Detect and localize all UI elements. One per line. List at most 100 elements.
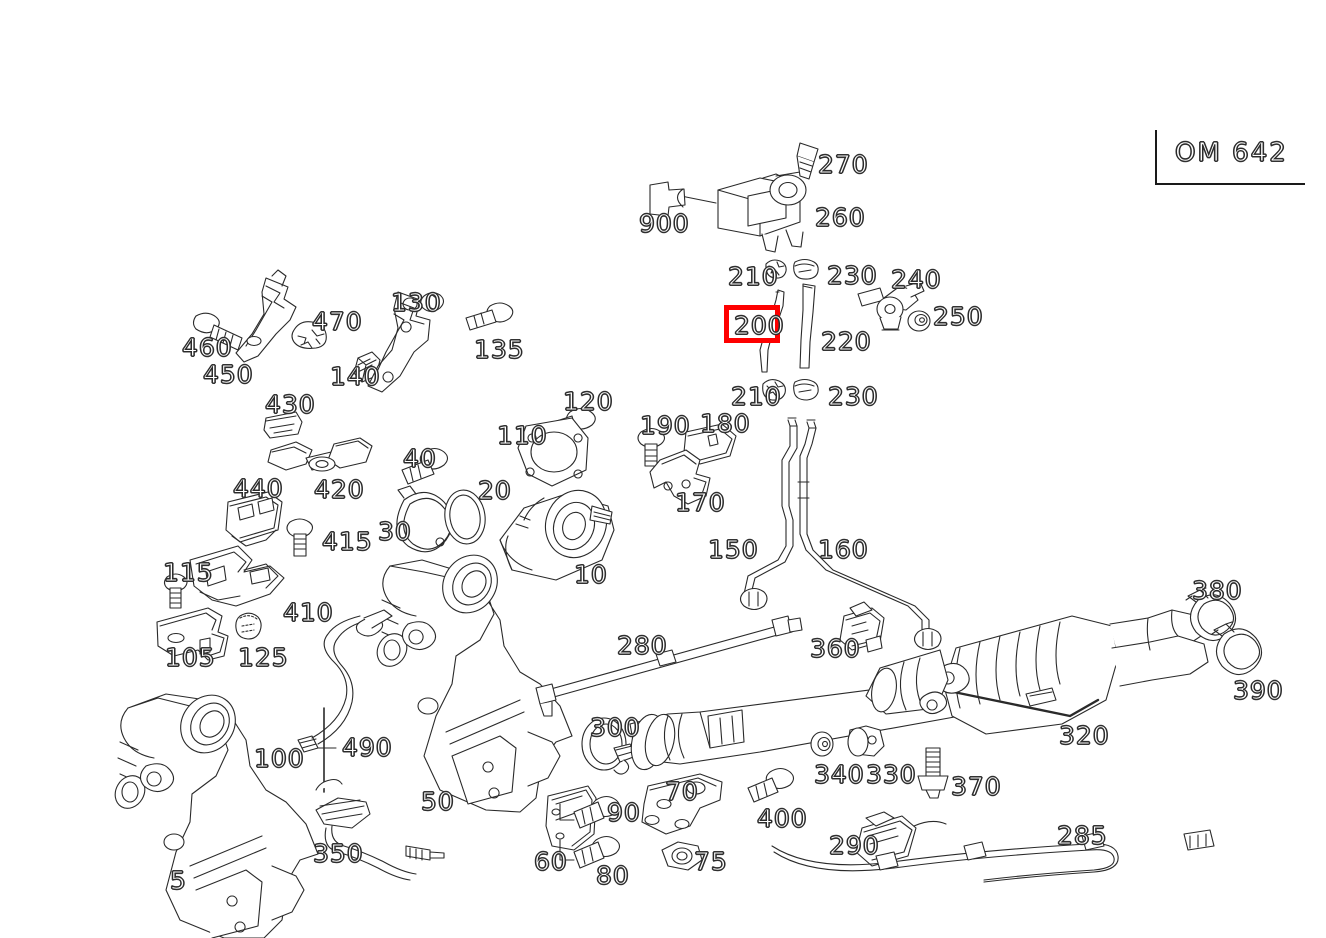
- part-150-pipe: [739, 417, 798, 611]
- part-callout-285: 285: [1056, 821, 1108, 850]
- part-callout-75: 75: [693, 847, 728, 876]
- part-callout-220: 220: [820, 327, 872, 356]
- part-900-clip: [649, 181, 717, 217]
- part-110-flange: [517, 417, 589, 487]
- part-230-clamp-upper: [793, 258, 819, 280]
- part-callout-5: 5: [169, 866, 187, 895]
- part-callout-360: 360: [809, 634, 861, 663]
- part-400-bolt: [747, 767, 795, 803]
- part-280-sensor-cable: [535, 615, 803, 717]
- part-360-connector: [839, 601, 885, 653]
- part-270-bolt: [796, 142, 819, 180]
- part-callout-40: 40: [402, 444, 437, 473]
- part-callout-230: 230: [826, 261, 878, 290]
- part-callout-420: 420: [313, 475, 365, 504]
- part-callout-10: 10: [573, 560, 608, 589]
- part-340-nut: [810, 731, 834, 757]
- part-30-clamp: [396, 485, 454, 553]
- engine-code-label: OM 642: [1174, 137, 1288, 168]
- part-320-rear-muffler: [865, 609, 1209, 735]
- part-290-connector: [855, 811, 947, 867]
- part-callout-50: 50: [420, 787, 455, 816]
- part-260-vacuum-transducer: [717, 171, 807, 253]
- engine-code-plate: OM 642: [1155, 130, 1305, 185]
- part-callout-60: 60: [533, 847, 568, 876]
- part-300-seal-ring: [581, 717, 637, 775]
- part-40-bolt: [401, 447, 449, 485]
- part-380-clamp: [1185, 587, 1237, 642]
- part-250-grommet: [907, 310, 931, 332]
- part-callout-170: 170: [674, 488, 726, 517]
- part-10-catalytic-converter: [499, 489, 615, 581]
- part-callout-290: 290: [828, 831, 880, 860]
- part-callout-350: 350: [312, 839, 364, 868]
- part-callout-190: 190: [639, 411, 691, 440]
- part-210-clamp-upper: [765, 259, 787, 279]
- part-callout-400: 400: [756, 804, 808, 833]
- part-callout-200-highlighted: 200: [724, 305, 784, 343]
- part-callout-460: 460: [181, 333, 233, 362]
- part-430-clip: [263, 411, 303, 439]
- part-230-clamp-lower: [793, 378, 819, 401]
- part-440-heat-shield: [225, 491, 283, 547]
- part-callout-430: 430: [264, 390, 316, 419]
- part-callout-440: 440: [232, 474, 284, 503]
- part-callout-340: 340: [813, 760, 865, 789]
- part-callout-380: 380: [1191, 576, 1243, 605]
- part-70-bracket: [641, 773, 723, 835]
- part-170-bracket: [649, 449, 711, 505]
- part-callout-135: 135: [473, 335, 525, 364]
- part-callout-115: 115: [162, 558, 214, 587]
- part-callout-490: 490: [341, 733, 393, 762]
- part-callout-470: 470: [311, 307, 363, 336]
- part-50-downpipe-right: [376, 554, 573, 813]
- part-20-seal-ring: [444, 489, 486, 545]
- part-callout-125: 125: [237, 643, 289, 672]
- part-callout-105: 105: [164, 643, 216, 672]
- part-5-downpipe-left: [114, 693, 319, 938]
- part-135-bolt: [465, 302, 514, 331]
- part-115-bolt: [163, 573, 188, 609]
- part-callout-900: 900: [638, 209, 690, 238]
- part-callout-210: 210: [730, 382, 782, 411]
- part-callout-80: 80: [595, 861, 630, 890]
- part-callout-300: 300: [589, 713, 641, 742]
- part-callout-100: 100: [253, 744, 305, 773]
- part-callout-260: 260: [814, 203, 866, 232]
- part-90-bolt: [559, 795, 621, 829]
- part-285-sensor-cable: [771, 829, 1215, 883]
- part-callout-20: 20: [477, 476, 512, 505]
- part-callout-270: 270: [817, 150, 869, 179]
- part-callout-120: 120: [562, 387, 614, 416]
- part-220-hose: [799, 283, 816, 369]
- part-callout-370: 370: [950, 772, 1002, 801]
- part-100-oxygen-sensor: [297, 609, 393, 753]
- part-470-clip: [291, 321, 327, 349]
- part-callout-30: 30: [377, 517, 412, 546]
- part-390-clamp: [1211, 621, 1263, 676]
- part-callout-330: 330: [865, 760, 917, 789]
- part-210-clamp-lower: [762, 378, 786, 401]
- part-460-bolt: [192, 312, 243, 351]
- part-callout-130: 130: [390, 288, 442, 317]
- part-callout-70: 70: [664, 777, 699, 806]
- part-75-nut: [661, 841, 703, 871]
- part-415-bolt: [286, 518, 314, 557]
- part-370-bolt: [917, 747, 949, 799]
- part-callout-320: 320: [1058, 721, 1110, 750]
- part-130-bracket: [367, 291, 445, 393]
- part-callout-415: 415: [321, 527, 373, 556]
- part-callout-410: 410: [282, 598, 334, 627]
- part-callout-90: 90: [606, 798, 641, 827]
- part-490-leader: [317, 707, 337, 793]
- part-125-grommet: [235, 612, 262, 640]
- part-callout-140: 140: [329, 362, 381, 391]
- part-callout-110: 110: [496, 421, 548, 450]
- part-callout-150: 150: [707, 535, 759, 564]
- part-callout-230: 230: [827, 382, 879, 411]
- part-350-oxygen-sensor: [315, 778, 445, 881]
- part-callout-210: 210: [727, 262, 779, 291]
- part-callout-250: 250: [932, 302, 984, 331]
